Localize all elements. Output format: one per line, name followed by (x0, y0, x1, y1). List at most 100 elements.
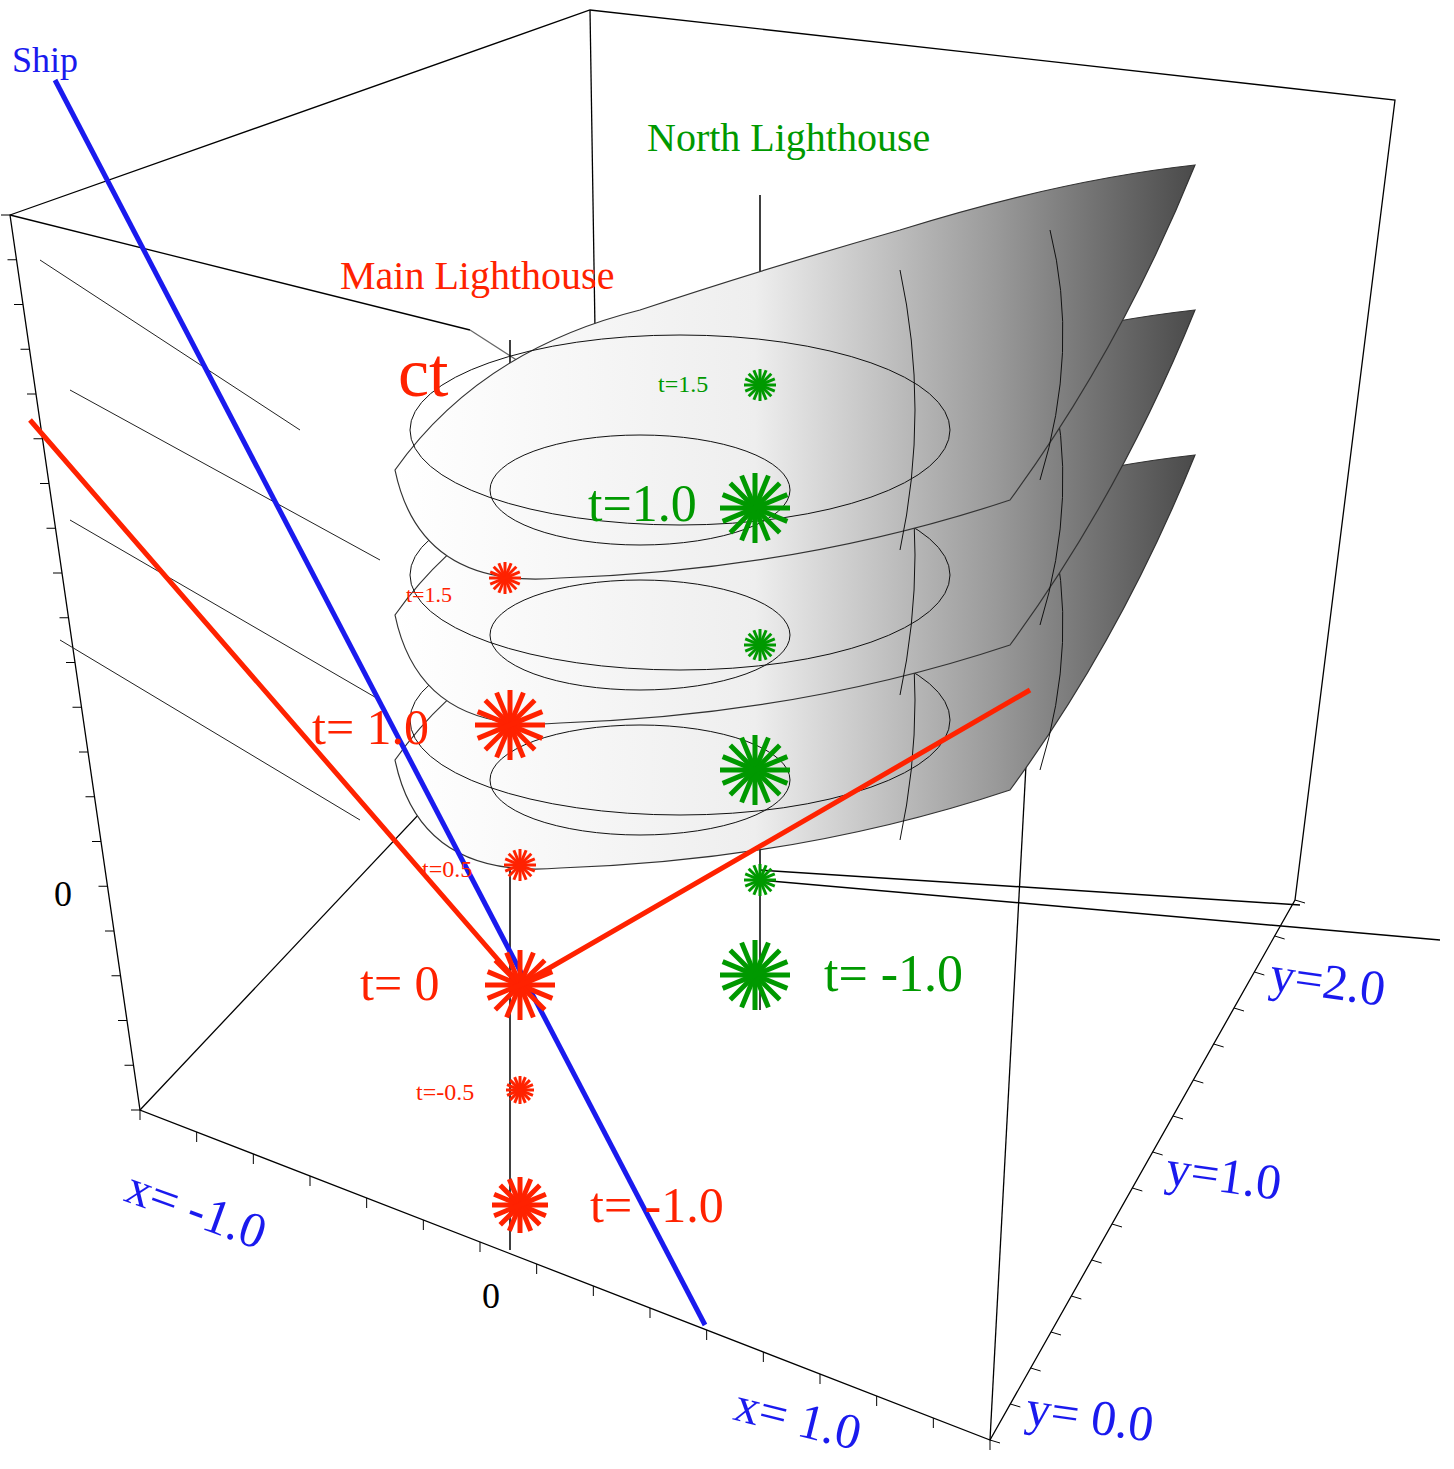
tick-mark (310, 1176, 311, 1186)
lighthouse-flash (492, 1177, 548, 1233)
tick-mark (480, 1242, 481, 1252)
tick-mark (593, 1286, 594, 1296)
lighthouse-name: Main Lighthouse (338, 256, 616, 296)
flash-ray (488, 972, 553, 999)
tick-mark (650, 1308, 651, 1318)
flash-ray (745, 874, 775, 886)
tick-mark (1132, 1188, 1142, 1191)
axis-value: x= 1.0 (728, 1378, 868, 1458)
tick-mark (60, 617, 69, 618)
time-label: t= -1.0 (822, 948, 965, 1000)
tick-mark (53, 573, 62, 574)
time-label: t= -1.0 (588, 1180, 726, 1230)
flash-ray (745, 379, 775, 391)
tick-mark (423, 1220, 424, 1230)
tick-mark (125, 1065, 134, 1066)
tick-mark (73, 707, 82, 708)
ship-worldline (55, 80, 705, 1325)
tick-mark (933, 1418, 934, 1428)
tick-mark (40, 483, 49, 484)
flash-ray (505, 859, 535, 871)
tick-mark (1234, 1008, 1244, 1011)
time-label: t=0.5 (420, 857, 474, 881)
lighthouse-flash (475, 690, 545, 760)
flash-ray (507, 1085, 533, 1096)
flash-ray (723, 495, 788, 522)
tick-mark (47, 528, 56, 529)
light-cone (30, 420, 1030, 985)
tick-mark (140, 1110, 141, 1120)
tick-mark (1173, 1116, 1183, 1119)
tick-mark (536, 1264, 537, 1274)
tick-mark (990, 1440, 991, 1450)
tick-mark (1010, 1404, 1020, 1407)
axis-label: ct (396, 338, 451, 408)
tick-mark (1254, 972, 1264, 975)
flash-ray (745, 639, 775, 651)
surface-contour (490, 435, 790, 545)
tick-mark (1153, 1152, 1163, 1155)
axis-value: 0 (52, 876, 74, 912)
time-label: t=1.5 (656, 372, 710, 396)
tick-mark (1275, 936, 1285, 939)
tick-mark (118, 1020, 127, 1021)
flash-ray (723, 757, 788, 784)
lighthouse-flash (489, 562, 521, 594)
tick-mark (1092, 1260, 1102, 1263)
tick-mark (131, 1110, 140, 1111)
lighthouse-flash (744, 629, 776, 661)
tick-mark (366, 1198, 367, 1208)
axis-value: y=1.0 (1161, 1142, 1286, 1208)
lighthouse-flash (744, 864, 776, 896)
lighthouse-flash (744, 369, 776, 401)
axis-value: y= 0.0 (1021, 1382, 1159, 1450)
time-label: t=1.0 (586, 478, 699, 530)
flash-ray (723, 962, 788, 989)
tick-mark (1295, 900, 1305, 903)
tick-mark (27, 394, 36, 395)
tick-mark (1193, 1080, 1203, 1083)
lighthouse-name: North Lighthouse (645, 118, 932, 158)
tick-mark (99, 886, 108, 887)
flash-ray (494, 1194, 546, 1215)
lighthouse-flash (720, 473, 790, 543)
tick-mark (990, 1440, 1000, 1443)
tick-mark (92, 841, 101, 842)
tick-mark (112, 975, 121, 976)
flash-ray (490, 572, 520, 584)
tick-mark (79, 752, 88, 753)
axis-value: 0 (480, 1278, 502, 1314)
tick-mark (1051, 1332, 1061, 1335)
lighthouse-flash (720, 940, 790, 1010)
tick-mark (1031, 1368, 1041, 1371)
surface-shape (395, 165, 1195, 579)
tick-mark (253, 1154, 254, 1164)
time-label: t= 1.0 (310, 702, 431, 752)
tick-mark (876, 1396, 877, 1406)
tick-mark (763, 1352, 764, 1362)
axis-value: x= -1.0 (118, 1160, 275, 1258)
tick-mark (706, 1330, 707, 1340)
tick-mark (820, 1374, 821, 1384)
tick-mark (66, 662, 75, 663)
tick-mark (1112, 1224, 1122, 1227)
light-cone-surface (395, 165, 1195, 579)
tick-mark (1, 215, 10, 216)
lighthouse-flash (720, 735, 790, 805)
tick-mark (1214, 1044, 1224, 1047)
tick-mark (21, 349, 30, 350)
ship-label: Ship (10, 42, 80, 78)
surface-contour (490, 725, 790, 835)
lighthouse-flash (504, 849, 536, 881)
tick-mark (105, 931, 114, 932)
tick-mark (196, 1132, 197, 1142)
time-label: t=-0.5 (414, 1080, 476, 1104)
lighthouse-flash (485, 950, 555, 1020)
tick-mark (14, 304, 23, 305)
flash-ray (478, 712, 543, 739)
time-label: t=1.5 (404, 584, 454, 606)
tick-mark (34, 438, 43, 439)
axis-value: y=2.0 (1265, 948, 1390, 1014)
tick-mark (86, 796, 95, 797)
